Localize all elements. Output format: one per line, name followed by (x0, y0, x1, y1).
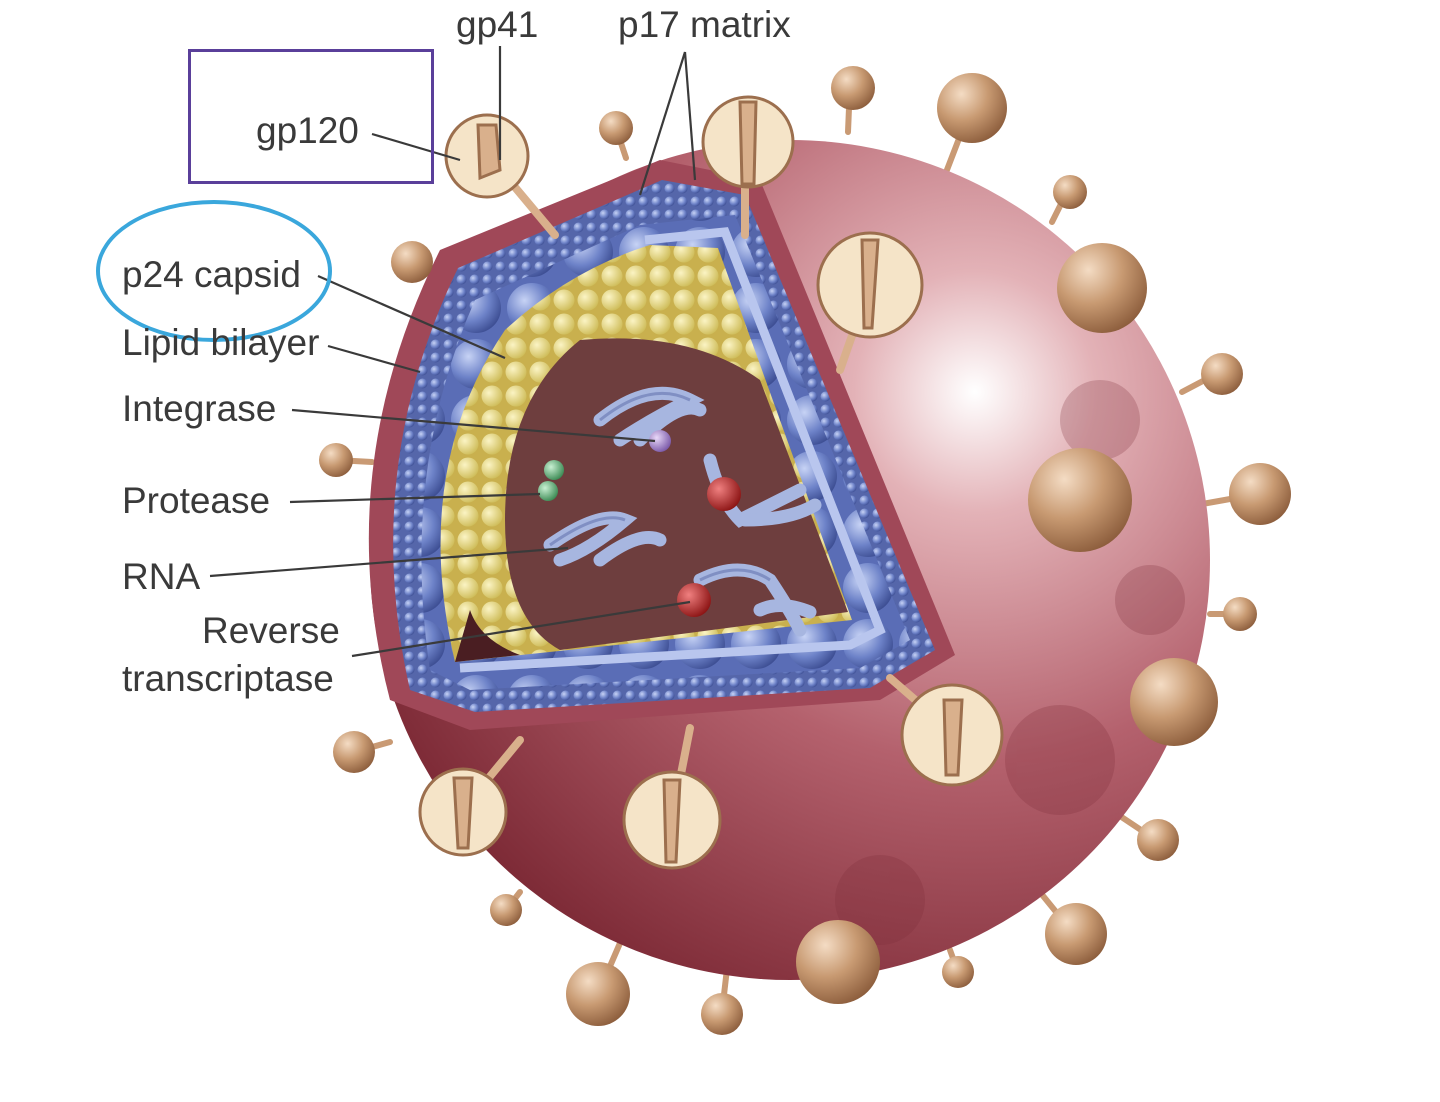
label-transcriptase: transcriptase (122, 658, 334, 699)
p24-capsid-highlight-oval (96, 200, 332, 342)
label-p17-matrix: p17 matrix (618, 4, 791, 45)
leader-lines (209, 46, 697, 658)
integrase-molecule (649, 430, 671, 452)
matrix-boundary (459, 227, 886, 673)
label-gp41: gp41 (456, 4, 539, 45)
gp120-highlight-box (188, 49, 434, 184)
label-protease: Protease (122, 480, 271, 521)
protease-molecule-2 (538, 481, 558, 501)
label-lipid-bilayer: Lipid bilayer (122, 322, 320, 363)
spike-knobs (319, 66, 1291, 1035)
label-gp120: gp120 (256, 110, 359, 151)
core-shadow (455, 610, 520, 662)
label-reverse: Reverse (202, 610, 340, 651)
reverse-transcriptase-molecule-2 (677, 583, 711, 617)
label-integrase: Integrase (122, 388, 277, 429)
reverse-transcriptase-molecule-1 (707, 477, 741, 511)
label-p24-capsid: p24 capsid (122, 254, 301, 295)
protease-molecule-1 (544, 460, 564, 480)
rna-shading (549, 391, 771, 582)
label-rna: RNA (122, 556, 201, 597)
envelope-texture (835, 380, 1185, 945)
cut-spikes (418, 95, 1004, 870)
